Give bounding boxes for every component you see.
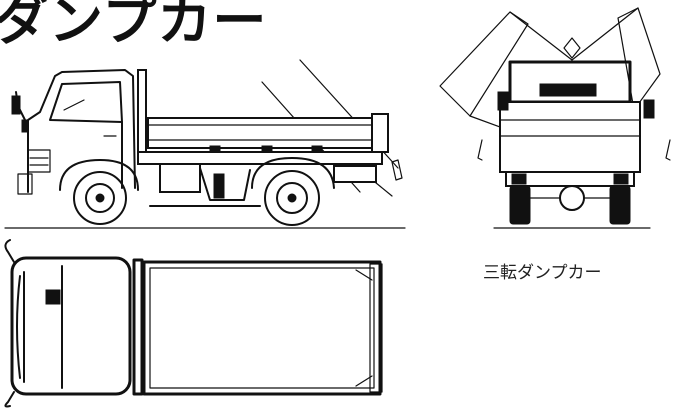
top-mirror-left: [4, 239, 15, 263]
rear-hub: [276, 182, 308, 214]
top-bed-outline: [142, 260, 382, 396]
rear-bed-body: [499, 101, 641, 173]
cab-outline: [27, 69, 136, 193]
top-cab-outline: [10, 256, 132, 396]
pivot-mark: [563, 37, 581, 59]
front-hub: [85, 183, 115, 213]
rear-wheel-left: [509, 185, 531, 225]
chassis-frame: [137, 151, 383, 165]
cab-window: [49, 81, 123, 123]
rear-grille: [539, 83, 597, 97]
top-bed-inner: [149, 267, 375, 389]
fuel-tank: [159, 163, 201, 193]
headboard-post: [137, 69, 147, 153]
hoist-mechanism: [199, 167, 251, 201]
rear-mirror-left: [497, 91, 509, 111]
top-headboard: [132, 258, 144, 396]
differential: [559, 185, 585, 211]
top-mirror-right: [4, 391, 15, 408]
rear-wheel-right: [609, 185, 631, 225]
front-bumper: [17, 173, 33, 195]
tilt-right-outline: [617, 7, 661, 111]
tailgate: [371, 113, 389, 153]
steering-wheel: [63, 99, 85, 111]
rear-wheel-arch: [251, 157, 335, 189]
rear-view-caption: 三転ダンプカー: [483, 263, 602, 283]
rear-mudguard: [333, 165, 377, 183]
top-view-drawing: [4, 239, 383, 408]
front-wheel-arch: [59, 159, 139, 191]
tilt-left-outline: [439, 11, 529, 117]
dump-bed: [147, 117, 387, 149]
cab-roof-light: [45, 289, 61, 305]
rear-mirror-right: [643, 99, 655, 119]
front-wheel: [73, 171, 127, 225]
side-mirror: [11, 95, 21, 115]
side-view-drawing: [4, 59, 406, 229]
page-title: ダンプカー: [0, 0, 268, 52]
raised-tailgate-mark: [391, 159, 403, 181]
front-grille: [27, 149, 51, 173]
top-tailgate: [369, 263, 383, 393]
rear-view-drawing: [439, 7, 671, 229]
rear-wheel: [264, 170, 320, 226]
